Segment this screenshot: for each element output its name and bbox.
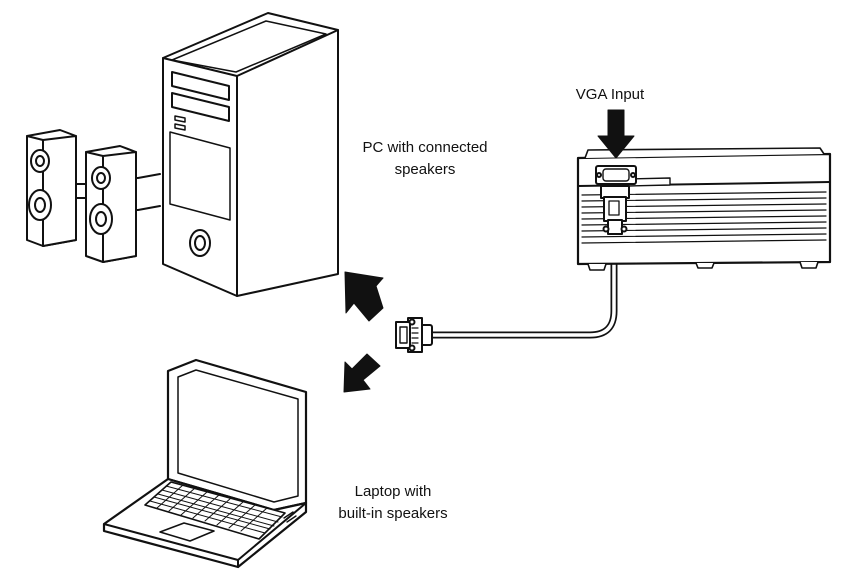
vga-plug-icon xyxy=(395,317,433,353)
laptop-label-line-1: Laptop with xyxy=(354,483,432,500)
vga-input-label: VGA Input xyxy=(575,86,645,103)
laptop-label-line-2: built-in speakers xyxy=(338,505,448,522)
arrow-to-pc xyxy=(344,271,384,322)
pc-label-line-1: PC with connected xyxy=(362,139,488,156)
arrow-to-laptop xyxy=(343,353,381,393)
pc-label: PC with connected speakers xyxy=(340,137,510,181)
keyboard-keys-icon xyxy=(149,484,283,534)
speaker-right-icon xyxy=(85,145,137,263)
laptop-icon xyxy=(102,358,308,569)
vga-input-arrow xyxy=(597,109,635,159)
arrow-icon xyxy=(343,109,635,393)
laptop-label: Laptop with built-in speakers xyxy=(318,481,468,525)
pc-label-line-2: speakers xyxy=(394,161,456,178)
speaker-left-icon xyxy=(26,129,77,247)
vga-cable-icon xyxy=(428,228,618,339)
pc-tower-icon xyxy=(162,12,339,297)
projector-icon xyxy=(576,147,832,271)
